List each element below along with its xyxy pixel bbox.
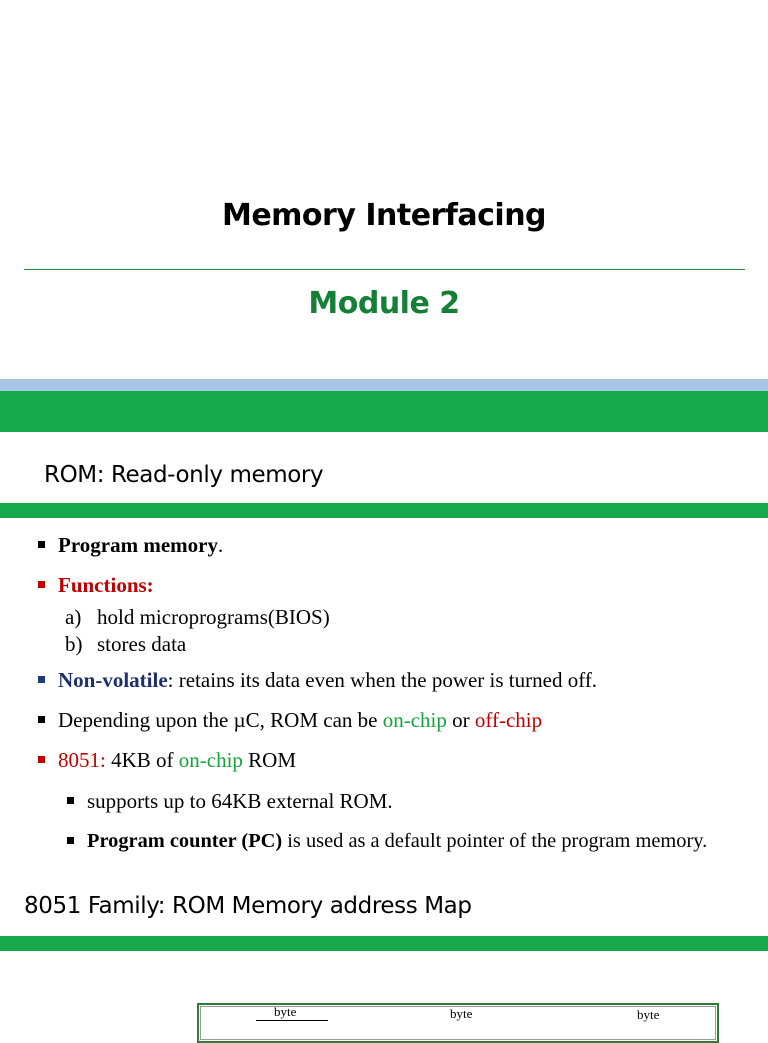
sub-bullet-supports: supports up to 64KB external ROM. bbox=[87, 789, 393, 813]
bullet-icon bbox=[38, 581, 45, 588]
title-divider bbox=[24, 269, 745, 270]
bullet-program-memory: Program memory. bbox=[58, 533, 224, 557]
bullet-8051: 8051: 4KB of on-chip ROM bbox=[58, 748, 297, 772]
slide-title-rom-map: 8051 Family: ROM Memory address Map bbox=[24, 893, 472, 919]
slide-separator-blue bbox=[0, 379, 768, 391]
slide-title-memory-interfacing: Memory Interfacing bbox=[221, 198, 547, 233]
byte-label: byte bbox=[450, 1006, 473, 1021]
bullet-icon bbox=[38, 676, 45, 683]
sub-bullet-icon bbox=[67, 797, 74, 804]
slide-subtitle-module: Module 2 bbox=[308, 286, 460, 321]
byte-label: byte bbox=[637, 1007, 660, 1022]
bullet-non-volatile: Non-volatile: retains its data even when… bbox=[58, 668, 598, 692]
byte-label: byte bbox=[274, 1004, 297, 1019]
slide-title-underline-bar bbox=[0, 503, 768, 518]
sub-bullet-program-counter: Program counter (PC) is used as a defaul… bbox=[87, 830, 708, 852]
bullet-icon bbox=[38, 716, 45, 723]
sub-bullet-icon bbox=[67, 837, 74, 844]
bullet-functions: Functions: bbox=[58, 573, 154, 597]
byte-width-arrow bbox=[256, 1020, 328, 1021]
list-item-b-marker: b) bbox=[65, 632, 83, 656]
slide-title-rom: ROM: Read-only memory bbox=[44, 462, 324, 488]
bullet-depending: Depending upon the µC, ROM can be on-chi… bbox=[58, 708, 543, 732]
bullet-icon bbox=[38, 541, 45, 548]
slide-separator-green bbox=[0, 391, 768, 432]
list-item-a: hold microprograms(BIOS) bbox=[97, 605, 330, 629]
list-item-a-marker: a) bbox=[65, 605, 82, 629]
bullet-icon bbox=[38, 756, 45, 763]
slide-title-underline-bar bbox=[0, 936, 768, 951]
list-item-b: stores data bbox=[97, 632, 187, 656]
